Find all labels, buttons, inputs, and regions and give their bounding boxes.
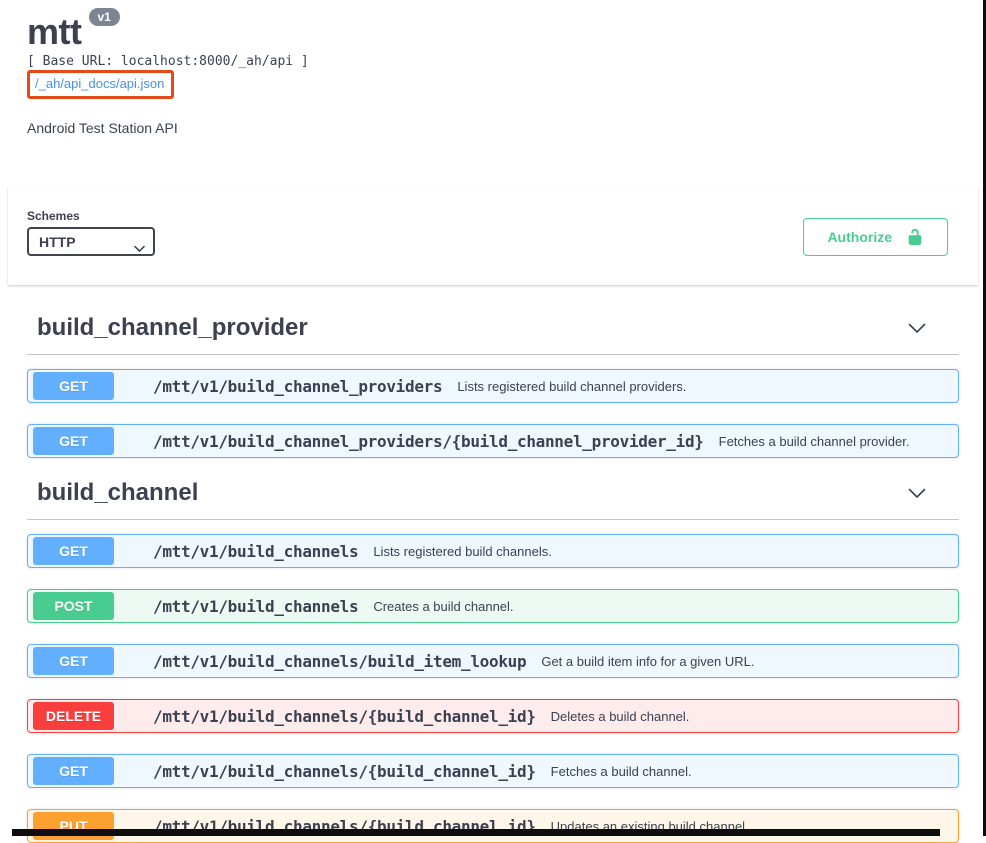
api-description: Android Test Station API [27, 120, 178, 136]
operation-row[interactable]: GET /mtt/v1/build_channel_providers List… [27, 369, 959, 403]
section-title: build_channel [37, 479, 199, 506]
method-badge: GET [33, 427, 114, 455]
chevron-down-icon[interactable] [907, 318, 957, 338]
version-badge: v1 [88, 8, 120, 26]
method-badge: GET [33, 647, 114, 675]
operation-row[interactable]: GET /mtt/v1/build_channel_providers/{bui… [27, 424, 959, 458]
operation-path: /mtt/v1/build_channels/{build_channel_id… [153, 761, 536, 781]
section-rows: GET /mtt/v1/build_channel_providers List… [27, 369, 959, 458]
screenshot-bottom-border [12, 829, 940, 836]
method-badge: GET [33, 372, 114, 400]
authorize-button-label: Authorize [827, 229, 892, 245]
operation-path: /mtt/v1/build_channels/build_item_lookup [153, 651, 527, 671]
section-title: build_channel_provider [37, 314, 308, 341]
api-spec-link[interactable]: /_ah/api_docs/api.json [35, 76, 165, 91]
operation-description: Fetches a build channel. [550, 763, 692, 779]
operations-area: build_channel_provider GET /mtt/v1/build… [0, 314, 986, 843]
method-badge: DELETE [33, 702, 114, 730]
operation-row[interactable]: GET /mtt/v1/build_channels/build_item_lo… [27, 644, 959, 678]
operation-description: Deletes a build channel. [550, 708, 690, 724]
unlocked-padlock-icon [906, 228, 924, 246]
operation-description: Lists registered build channel providers… [457, 378, 687, 394]
operation-path: /mtt/v1/build_channels [153, 541, 359, 561]
section-rows: GET /mtt/v1/build_channels Lists registe… [27, 534, 959, 843]
operation-description: Lists registered build channels. [373, 543, 552, 559]
schemes-label: Schemes [27, 209, 80, 223]
authorize-button[interactable]: Authorize [803, 218, 948, 256]
operation-row[interactable]: DELETE /mtt/v1/build_channels/{build_cha… [27, 699, 959, 733]
schemes-wrap: Schemes HTTP [27, 209, 155, 256]
operation-description: Fetches a build channel provider. [718, 433, 910, 449]
scheme-select[interactable]: HTTP [27, 227, 155, 256]
scheme-container: Schemes HTTP Authorize [8, 187, 978, 285]
opblock-tag-section: build_channel_provider GET /mtt/v1/build… [27, 314, 959, 458]
screenshot-right-border [983, 0, 986, 836]
operation-row[interactable]: GET /mtt/v1/build_channels Lists registe… [27, 534, 959, 568]
scheme-select-wrap: HTTP [27, 227, 155, 256]
page-title: mtt v1 [27, 8, 959, 52]
annotation-highlight-box: /_ah/api_docs/api.json [27, 70, 175, 99]
api-title-text: mtt [27, 11, 82, 52]
section-header[interactable]: build_channel [27, 479, 959, 520]
section-header[interactable]: build_channel_provider [27, 314, 959, 355]
operation-description: Creates a build channel. [373, 598, 514, 614]
operation-row[interactable]: PUT /mtt/v1/build_channels/{build_channe… [27, 809, 959, 843]
chevron-down-icon[interactable] [907, 483, 957, 503]
operation-path: /mtt/v1/build_channels [153, 596, 359, 616]
api-info: mtt v1 [ Base URL: localhost:8000/_ah/api… [0, 0, 986, 136]
method-badge: GET [33, 537, 114, 565]
operation-description: Get a build item info for a given URL. [541, 653, 755, 669]
operation-path: /mtt/v1/build_channel_providers [153, 376, 443, 396]
auth-wrapper: Authorize [803, 218, 959, 256]
operation-row[interactable]: POST /mtt/v1/build_channels Creates a bu… [27, 589, 959, 623]
method-badge: POST [33, 592, 114, 620]
operation-path: /mtt/v1/build_channels/{build_channel_id… [153, 706, 536, 726]
method-badge: GET [33, 757, 114, 785]
operation-path: /mtt/v1/build_channel_providers/{build_c… [153, 431, 704, 451]
opblock-tag-section: build_channel GET /mtt/v1/build_channels… [27, 479, 959, 843]
base-url: [ Base URL: localhost:8000/_ah/api ] [27, 54, 309, 69]
operation-row[interactable]: GET /mtt/v1/build_channels/{build_channe… [27, 754, 959, 788]
